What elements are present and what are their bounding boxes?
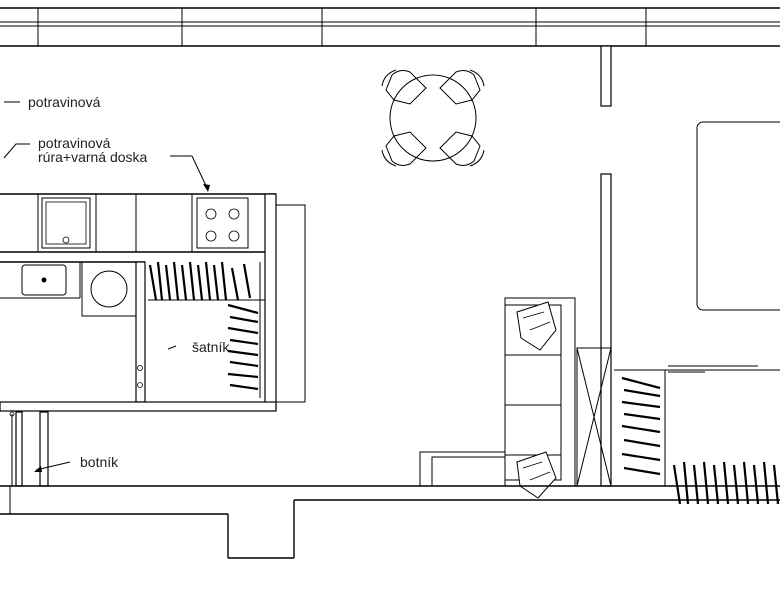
sofa xyxy=(419,297,576,499)
wardrobe-right xyxy=(614,365,780,505)
kitchen-counter xyxy=(0,193,306,409)
interior-walls xyxy=(0,261,277,487)
wardrobe-left xyxy=(148,261,265,398)
sink xyxy=(21,264,67,296)
dining-chair xyxy=(381,131,427,167)
sink-counter xyxy=(0,261,145,317)
bed xyxy=(696,121,780,311)
hangers-vertical-right xyxy=(621,376,661,476)
label-pantry-oven: potravinová rúra+varná doska xyxy=(3,135,210,192)
hangers-vertical xyxy=(227,303,259,391)
pantry-oven-label-line1: potravinová xyxy=(38,135,111,151)
label-shoe-cabinet: botník xyxy=(34,454,119,472)
partition-wall xyxy=(600,45,612,487)
washing-machine xyxy=(81,261,139,317)
label-pantry-top: potravinová xyxy=(4,94,101,110)
label-wardrobe: šatník xyxy=(192,339,230,355)
wardrobe-label: šatník xyxy=(192,339,230,355)
hangers-horizontal-right xyxy=(672,461,780,505)
dining-chair xyxy=(381,69,427,105)
cushion xyxy=(516,301,557,351)
dining-chair xyxy=(439,69,485,105)
cooktop xyxy=(196,197,249,249)
bottom-wall xyxy=(0,485,780,559)
dining-chair xyxy=(439,131,485,167)
hangers-horizontal xyxy=(148,261,252,301)
oven xyxy=(41,197,91,249)
cushion xyxy=(516,451,557,499)
pantry-label: potravinová xyxy=(28,94,101,110)
top-wall xyxy=(0,7,780,47)
dining-table xyxy=(381,69,485,167)
shoe-cabinet-label: botník xyxy=(80,454,119,470)
pantry-oven-label-line2: rúra+varná doska xyxy=(38,149,148,165)
